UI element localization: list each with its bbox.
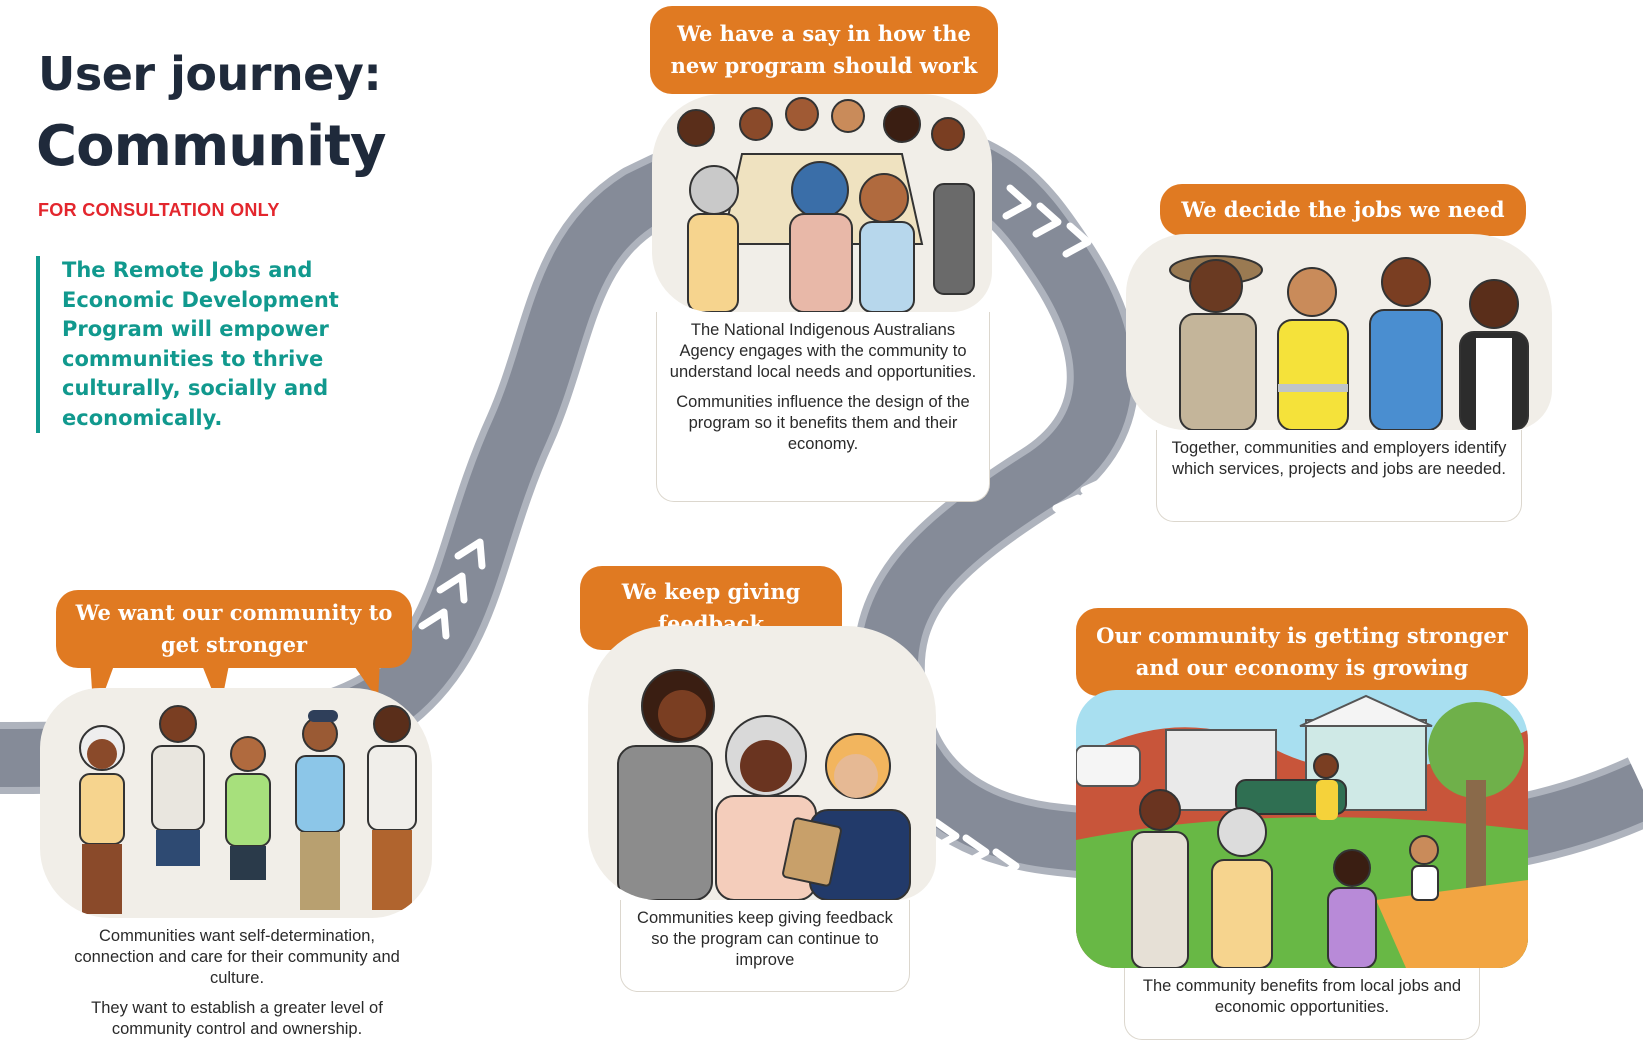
step3-description: Together, communities and employers iden… xyxy=(1156,430,1522,522)
feedback-conversation-icon xyxy=(617,669,911,900)
step1-paragraph1: Communities want self-determination, con… xyxy=(74,927,400,987)
step2-paragraph2: Communities influence the design of the … xyxy=(676,393,970,453)
page-title-line2: Community xyxy=(36,114,386,179)
page-title-line1: User journey: xyxy=(38,47,382,101)
road-arrows xyxy=(418,184,1138,882)
consultation-meeting-icon xyxy=(677,97,975,312)
step4-illustration xyxy=(588,626,936,900)
consultation-note: FOR CONSULTATION ONLY xyxy=(38,200,280,220)
step1-paragraph2: They want to establish a greater level o… xyxy=(91,999,383,1038)
step2-description: The National Indigenous Australians Agen… xyxy=(656,312,990,502)
step5-paragraph1: The community benefits from local jobs a… xyxy=(1142,977,1462,1016)
intro-text: The Remote Jobs and Economic Development… xyxy=(36,256,392,433)
step1-description: Communities want self-determination, con… xyxy=(52,918,422,1049)
thriving-community-icon xyxy=(1076,694,1528,968)
step3-illustration xyxy=(1126,234,1552,430)
step2-paragraph1: The National Indigenous Australians Agen… xyxy=(669,321,977,381)
step4-description: Communities keep giving feedback so the … xyxy=(620,900,910,992)
step5-description: The community benefits from local jobs a… xyxy=(1124,968,1480,1040)
step3-heading: We decide the jobs we need xyxy=(1160,184,1526,236)
workers-group-icon xyxy=(1169,255,1529,430)
step5-heading: Our community is getting stronger and ou… xyxy=(1076,608,1528,696)
step2-heading: We have a say in how the new program sho… xyxy=(650,6,998,94)
step1-illustration xyxy=(40,688,432,918)
step2-illustration xyxy=(652,94,992,312)
step4-paragraph1: Communities keep giving feedback so the … xyxy=(637,909,893,969)
step1-heading: We want our community to get stronger xyxy=(56,590,412,668)
step3-paragraph1: Together, communities and employers iden… xyxy=(1171,439,1507,478)
community-people-icon xyxy=(79,705,417,914)
step5-illustration xyxy=(1076,690,1528,968)
